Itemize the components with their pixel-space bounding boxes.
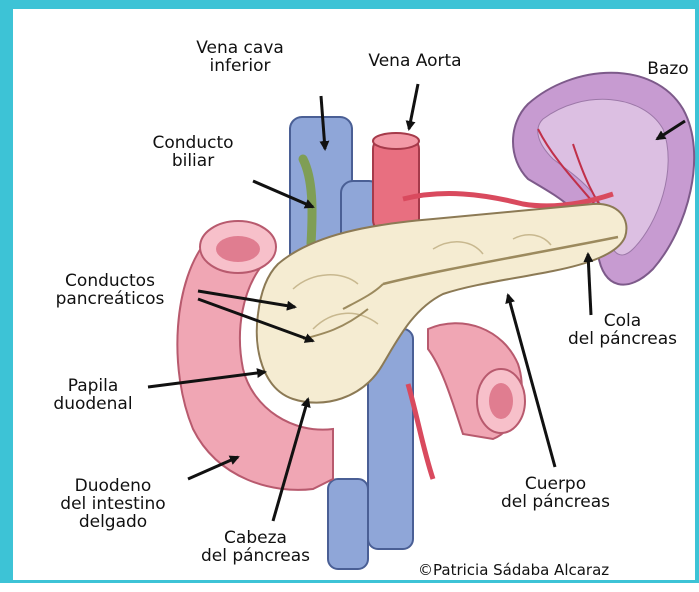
- label-bazo: Bazo: [638, 60, 698, 78]
- label-vena-cava: Vena cava inferior: [160, 39, 320, 75]
- label-duodeno: Duodeno del intestino delgado: [33, 477, 193, 531]
- label-cola-pancreas: Cola del páncreas: [545, 312, 699, 348]
- copyright-credit: ©Patricia Sádaba Alcaraz: [418, 561, 693, 579]
- label-vena-aorta: Vena Aorta: [345, 52, 485, 70]
- label-conductos-pancreaticos: Conductos pancreáticos: [30, 272, 190, 308]
- label-papila-duodenal: Papila duodenal: [38, 377, 148, 413]
- label-conducto-biliar: Conducto biliar: [133, 134, 253, 170]
- label-cabeza-pancreas: Cabeza del páncreas: [178, 529, 333, 565]
- label-cuerpo-pancreas: Cuerpo del páncreas: [478, 475, 633, 511]
